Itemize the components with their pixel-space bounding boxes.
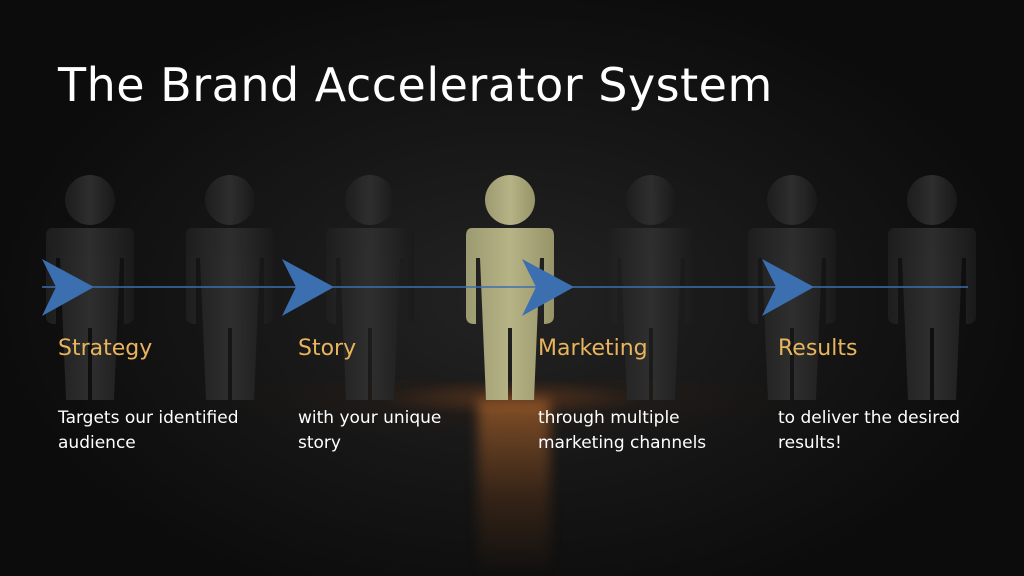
step-description-story: with your unique story bbox=[298, 408, 442, 453]
arrowhead-icon bbox=[42, 259, 94, 316]
step-heading-marketing: Marketing bbox=[538, 336, 648, 361]
step-heading-strategy: Strategy bbox=[58, 336, 153, 361]
step-description-results: to deliver the desired results! bbox=[778, 408, 961, 453]
person-icon bbox=[46, 175, 134, 400]
step-description-marketing: through multiple marketing channels bbox=[538, 408, 707, 453]
slide-title: The Brand Accelerator System bbox=[58, 58, 773, 112]
step-heading-story: Story bbox=[298, 336, 357, 361]
step-description-strategy: Targets our identified audience bbox=[58, 408, 239, 453]
arrowhead-icon bbox=[282, 259, 334, 316]
arrowhead-icon bbox=[522, 259, 574, 316]
step-heading-results: Results bbox=[778, 336, 858, 361]
floor-reflection bbox=[478, 400, 550, 576]
person-icon bbox=[607, 175, 695, 400]
person-icon bbox=[888, 175, 976, 400]
person-icon bbox=[326, 175, 414, 400]
arrowhead-icon bbox=[762, 259, 814, 316]
person-icon bbox=[186, 175, 274, 400]
